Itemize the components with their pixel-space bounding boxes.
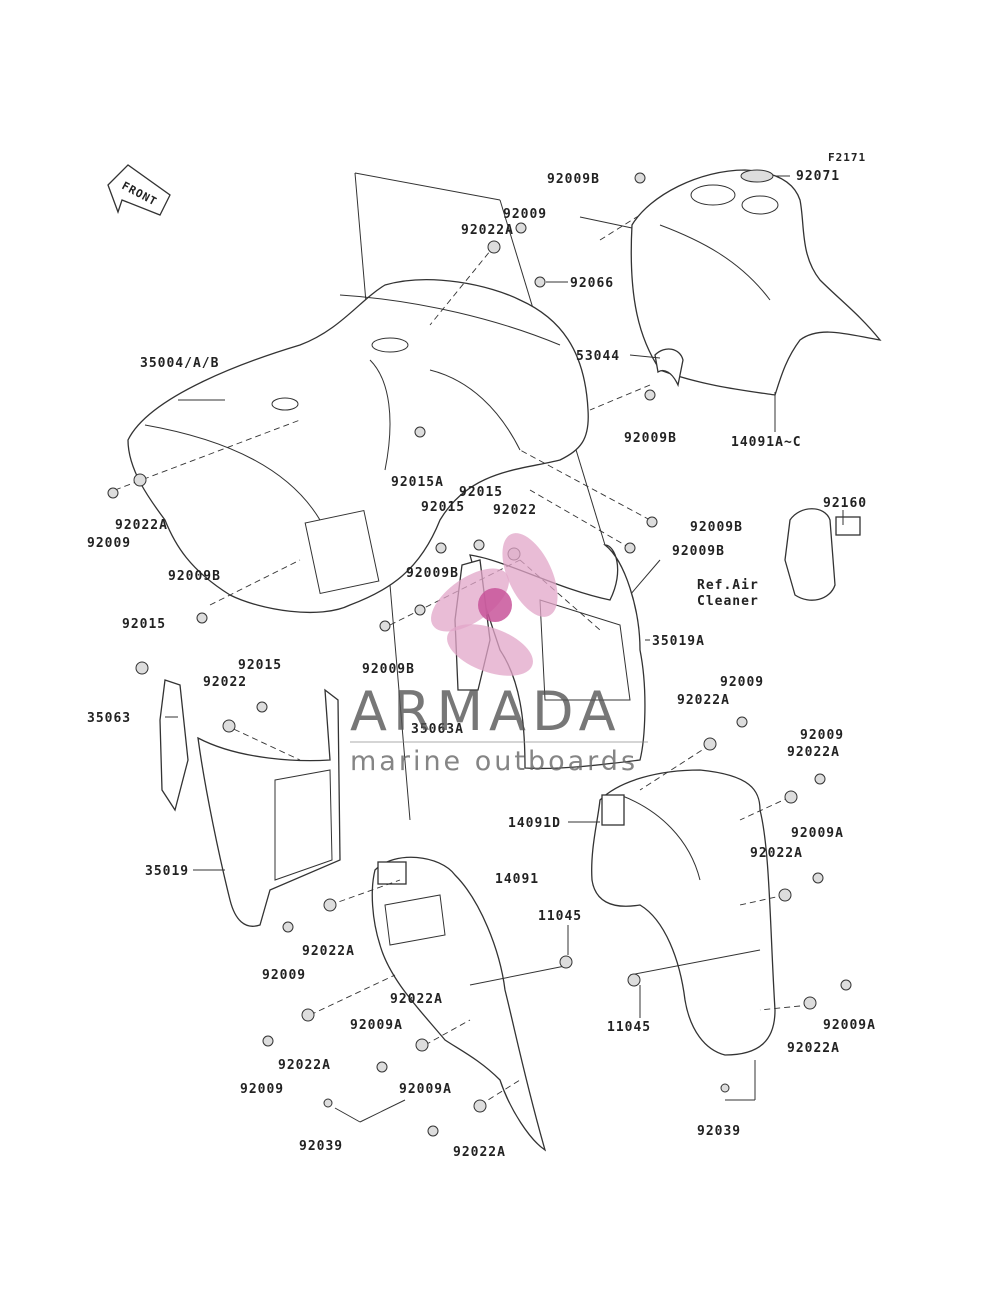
label-92071: 92071 <box>796 169 840 184</box>
label-92009-right: 92009 <box>720 675 764 690</box>
label-35019A: 35019A <box>652 634 705 649</box>
label-92009B-right-2: 92009B <box>690 520 743 535</box>
bracket-35063 <box>159 679 189 812</box>
watermark-subtitle: marine outboards <box>350 746 638 777</box>
label-11045-b: 11045 <box>607 1020 651 1035</box>
label-92022A-bottom-4: 92022A <box>453 1145 506 1160</box>
label-92015A: 92015A <box>391 475 444 490</box>
top-cover-14091A <box>630 169 882 396</box>
label-92022A-right-4: 92022A <box>787 1041 840 1056</box>
label-14091A: 14091A~C <box>731 435 802 450</box>
label-92022-mid: 92022 <box>493 503 537 518</box>
label-92022A-right-2: 92022A <box>787 745 840 760</box>
hardware-leader-lines <box>114 214 811 1106</box>
front-fender-35004 <box>127 279 589 614</box>
label-92009-bottom-1: 92009 <box>262 968 306 983</box>
label-92015-a: 92015 <box>459 485 503 500</box>
label-35063: 35063 <box>87 711 131 726</box>
label-92022A-bottom-3: 92022A <box>278 1058 331 1073</box>
label-92015-b: 92015 <box>421 500 465 515</box>
label-14091: 14091 <box>495 872 539 887</box>
label-leaders <box>165 175 844 1123</box>
ref-note-line2: Cleaner <box>697 594 759 609</box>
label-92022A-right: 92022A <box>677 693 730 708</box>
label-92022A-bottom-2: 92022A <box>390 992 443 1007</box>
rear-fender-14091D <box>591 769 776 1056</box>
label-92022A-top: 92022A <box>461 223 514 238</box>
label-92009B-right-1: 92009B <box>624 431 677 446</box>
lower-fender-14091 <box>371 856 547 1152</box>
clip-53044 <box>654 348 684 388</box>
label-92009B-low: 92009B <box>362 662 415 677</box>
label-11045-a: 11045 <box>538 909 582 924</box>
label-92009-right-2: 92009 <box>800 728 844 743</box>
label-14091D: 14091D <box>508 816 561 831</box>
label-92022A-right-3: 92022A <box>750 846 803 861</box>
label-92009B-right-3: 92009B <box>672 544 725 559</box>
label-92009B-mid: 92009B <box>406 566 459 581</box>
label-92066: 92066 <box>570 276 614 291</box>
watermark-title: ARMADA <box>350 680 622 743</box>
axle-11045-b <box>629 949 761 976</box>
label-92015-c: 92015 <box>238 658 282 673</box>
ref-note-line1: Ref.Air <box>697 578 759 593</box>
hardware-items <box>107 172 852 1137</box>
label-92009-top: 92009 <box>503 207 547 222</box>
label-92009-left: 92009 <box>87 536 131 551</box>
label-92009A-right: 92009A <box>791 826 844 841</box>
watermark-propeller-logo <box>431 533 558 676</box>
label-92009A-bottom-2: 92009A <box>399 1082 452 1097</box>
watermark: ARMADA marine outboards <box>350 533 648 777</box>
axle-11045-a <box>469 964 571 986</box>
label-92009B-top: 92009B <box>547 172 600 187</box>
label-92160: 92160 <box>823 496 867 511</box>
air-duct-92160 <box>784 508 861 601</box>
label-35004: 35004/A/B <box>140 356 219 371</box>
label-53044: 53044 <box>576 349 620 364</box>
lower-panel-35019 <box>197 688 341 927</box>
label-35019: 35019 <box>145 864 189 879</box>
label-92015-left: 92015 <box>122 617 166 632</box>
label-92039-left: 92039 <box>299 1139 343 1154</box>
label-92022A-left: 92022A <box>115 518 168 533</box>
label-92009B-left: 92009B <box>168 569 221 584</box>
label-92022A-bottom-1: 92022A <box>302 944 355 959</box>
front-arrow-icon: FRONT <box>107 164 171 216</box>
figure-code: F2171 <box>828 151 866 164</box>
label-92009-bottom-2: 92009 <box>240 1082 284 1097</box>
label-92009A-bottom: 92009A <box>350 1018 403 1033</box>
label-92039-right: 92039 <box>697 1124 741 1139</box>
label-35063A: 35063A <box>411 722 464 737</box>
label-92009A-right-2: 92009A <box>823 1018 876 1033</box>
label-92022-c: 92022 <box>203 675 247 690</box>
